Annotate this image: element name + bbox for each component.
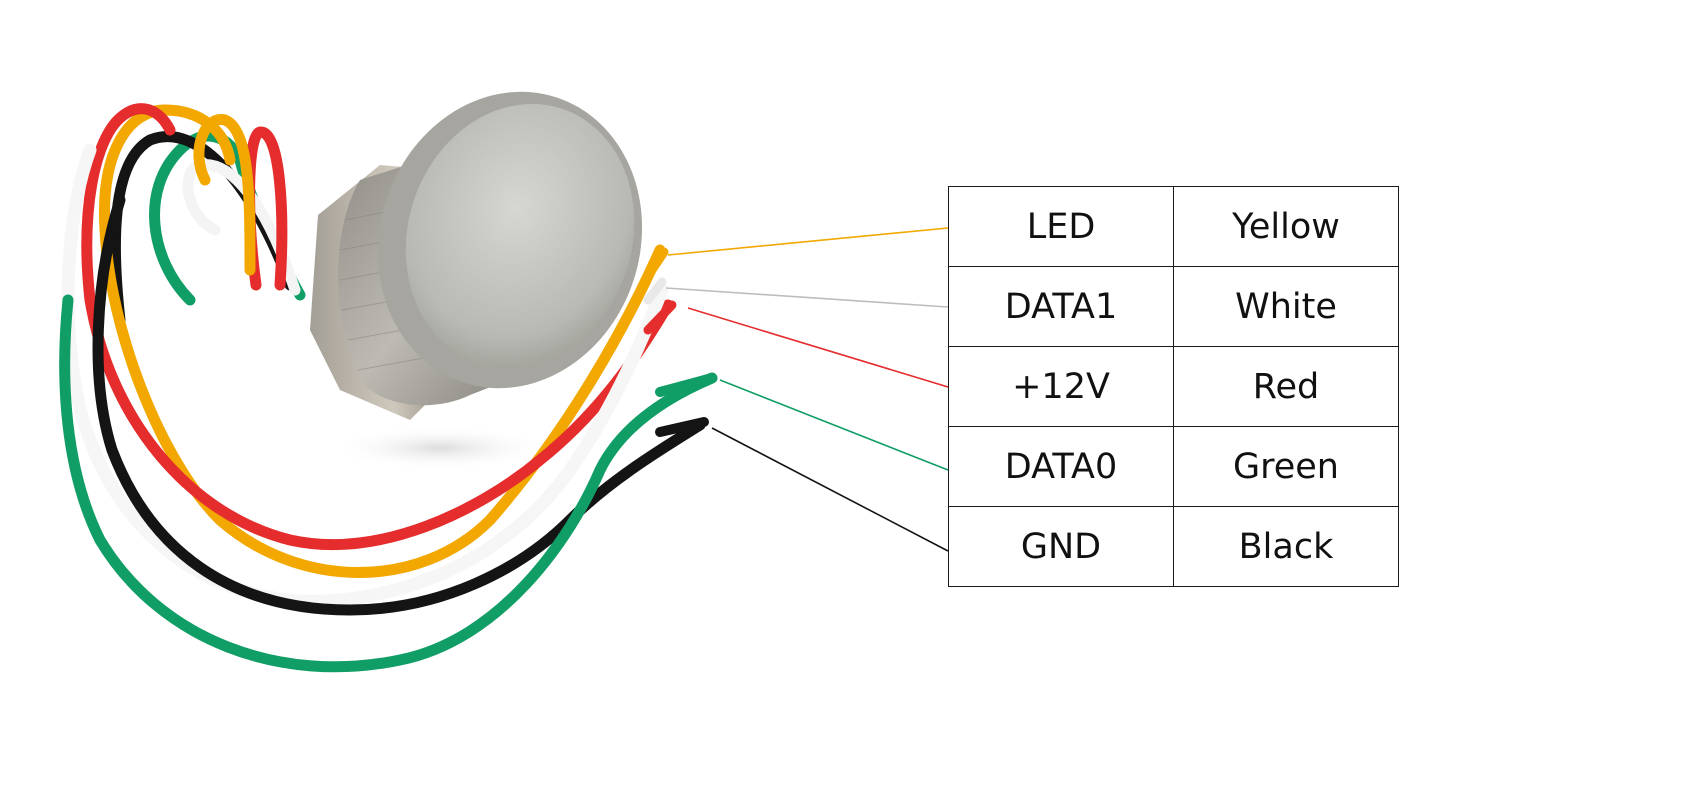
wire-green-long (59, 294, 718, 673)
color-cell: Red (1173, 346, 1399, 427)
signal-cell: GND (948, 506, 1174, 587)
leader-line-12v (687, 307, 949, 388)
signal-cell: DATA1 (948, 266, 1174, 347)
reflection-shadow (330, 426, 550, 470)
table-row: GND Black (948, 506, 1399, 587)
leader-line-led (667, 227, 949, 256)
signal-cell: LED (948, 186, 1174, 267)
color-cell: White (1173, 266, 1399, 347)
signal-cell: DATA0 (948, 426, 1174, 507)
table-row: DATA0 Green (948, 426, 1399, 507)
leader-lines (665, 227, 949, 552)
leader-line-data1 (665, 287, 949, 308)
wire-red-long (81, 103, 674, 550)
wire-loop-white (182, 159, 301, 296)
leader-line-gnd (711, 427, 949, 552)
signal-cell: +12V (948, 346, 1174, 427)
wire-end-yellow (647, 247, 669, 275)
wire-bundle (59, 103, 718, 673)
table-row: +12V Red (948, 346, 1399, 427)
color-cell: Yellow (1173, 186, 1399, 267)
wire-loop-yellow (193, 114, 256, 276)
wire-end-green (655, 373, 717, 397)
color-cell: Green (1173, 426, 1399, 507)
wire-end-red (643, 300, 677, 335)
color-cell: Black (1173, 506, 1399, 587)
wire-end-white (643, 277, 667, 305)
leader-line-data0 (719, 379, 949, 471)
table-row: LED Yellow (948, 186, 1399, 267)
reader-body (310, 91, 643, 420)
wire-end-black (655, 417, 709, 437)
pinout-table: LED Yellow DATA1 White +12V Red DATA0 Gr… (948, 186, 1399, 587)
table-row: DATA1 White (948, 266, 1399, 347)
reader-face (405, 103, 635, 369)
